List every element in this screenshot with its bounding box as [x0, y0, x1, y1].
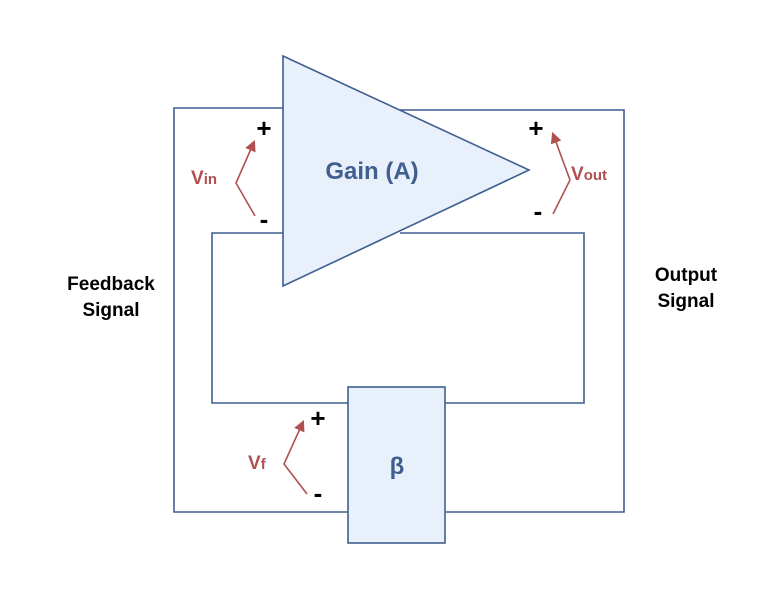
- beta-label: β: [390, 453, 405, 480]
- vin-label: Vin: [191, 168, 217, 189]
- inner-loop-wire-right: [400, 232, 585, 404]
- vout-label-sub: out: [584, 167, 607, 184]
- vin-minus-sign: -: [260, 204, 269, 234]
- vin-arrow: [235, 139, 256, 217]
- vf-minus-sign: -: [314, 478, 323, 508]
- output-signal-line1: Output: [655, 265, 718, 286]
- vout-arrow: [550, 131, 571, 215]
- amplifier-triangle: [282, 54, 531, 288]
- vout-label-main: V: [571, 164, 584, 185]
- vin-label-sub: in: [204, 171, 217, 188]
- vf-plus-sign: +: [310, 403, 325, 433]
- vout-minus-sign: -: [534, 196, 543, 226]
- vout-label: Vout: [571, 164, 607, 185]
- vout-plus-sign: +: [528, 113, 543, 143]
- feedback-signal-line2: Signal: [82, 300, 139, 321]
- output-wire: [400, 109, 625, 513]
- vin-label-main: V: [191, 168, 204, 189]
- vf-label: Vf: [248, 453, 267, 474]
- vf-arrow: [283, 419, 308, 495]
- output-signal-line2: Signal: [657, 291, 714, 312]
- outer-loop-wire: [173, 107, 348, 513]
- beta-block: [347, 386, 446, 544]
- amplifier-label: Gain (A): [325, 158, 418, 185]
- vin-plus-sign: +: [256, 113, 271, 143]
- vf-label-sub: f: [261, 456, 267, 473]
- vf-label-main: V: [248, 453, 261, 474]
- feedback-signal-line1: Feedback: [67, 274, 155, 295]
- inner-loop-wire-left: [211, 232, 348, 404]
